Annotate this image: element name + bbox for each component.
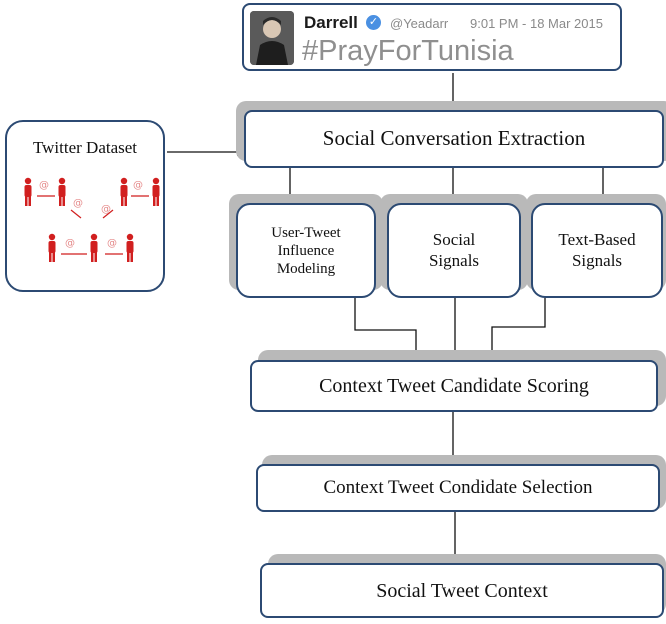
step-label: Context Tweet Condidate Selection xyxy=(323,476,593,498)
person-icon xyxy=(90,233,98,262)
avatar xyxy=(250,11,294,65)
at-sign-icon: @ xyxy=(39,180,49,191)
step-label: User-Tweet Influence Modeling xyxy=(271,224,341,277)
at-sign-icon: @ xyxy=(65,238,75,249)
user-tweet-influence-box: User-Tweet Influence Modeling xyxy=(236,203,376,298)
at-sign-icon: @ xyxy=(73,198,83,209)
step-label: Social Signals xyxy=(428,230,480,270)
tweet-card: Darrell ✓ @Yeadarr 9:01 PM - 18 Mar 2015… xyxy=(242,3,622,71)
twitter-dataset-box: Twitter Dataset @ @ @ @ @ @ xyxy=(5,120,165,292)
verified-icon: ✓ xyxy=(366,15,381,30)
text-based-signals-box: Text-Based Signals xyxy=(531,203,663,298)
arrow-user-tweet-to-scoring xyxy=(354,298,420,360)
person-icon xyxy=(120,177,128,206)
at-sign-icon: @ xyxy=(107,238,117,249)
step-label: Social Conversation Extraction xyxy=(322,126,586,151)
tweet-author-name: Darrell xyxy=(304,13,358,32)
person-icon xyxy=(126,233,134,262)
person-icon xyxy=(152,177,160,206)
arrow-text-signals-to-scoring xyxy=(488,298,546,360)
person-icon xyxy=(58,177,66,206)
social-conversation-extraction-box: Social Conversation Extraction xyxy=(244,110,664,168)
person-icon xyxy=(48,233,56,262)
social-signals-box: Social Signals xyxy=(387,203,521,298)
context-tweet-candidate-selection-box: Context Tweet Condidate Selection xyxy=(256,464,660,512)
person-icon xyxy=(24,177,32,206)
at-sign-icon: @ xyxy=(133,180,143,191)
tweet-handle: @Yeadarr xyxy=(390,16,449,31)
avatar-portrait xyxy=(250,11,294,65)
people-network-icon: @ @ @ @ @ @ xyxy=(24,177,160,262)
step-label: Social Tweet Context xyxy=(376,579,548,602)
tweet-hashtag: #PrayForTunisia xyxy=(302,35,514,67)
tweet-timestamp: 9:01 PM - 18 Mar 2015 xyxy=(470,16,603,31)
at-sign-icon: @ xyxy=(101,204,111,215)
social-tweet-context-box: Social Tweet Context xyxy=(260,563,664,618)
dataset-title: Twitter Dataset xyxy=(32,138,138,157)
context-tweet-candidate-scoring-box: Context Tweet Candidate Scoring xyxy=(250,360,658,412)
step-label: Context Tweet Candidate Scoring xyxy=(319,375,589,397)
step-label: Text-Based Signals xyxy=(558,230,636,270)
